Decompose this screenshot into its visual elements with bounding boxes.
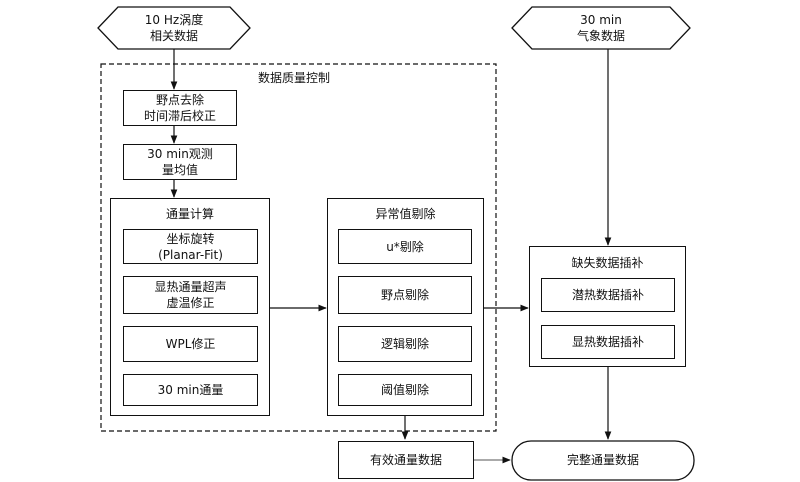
valid-flux-box: 有效通量数据 [338, 441, 474, 479]
flux-30min-box: 30 min通量 [123, 374, 258, 406]
gap-fill-title: 缺失数据插补 [571, 256, 644, 270]
mean-30min-box: 30 min观测 量均值 [123, 144, 237, 180]
wpl-correction-box: WPL修正 [123, 326, 258, 362]
quality-control-boundary [100, 63, 497, 432]
logic-removal-box: 逻辑剔除 [338, 326, 472, 362]
spike-removal-box: 野点剔除 [338, 276, 472, 314]
latent-heat-fill-box: 潜热数据插补 [541, 278, 675, 312]
ustar-filter-box: u*剔除 [338, 229, 472, 264]
complete-data-terminal [511, 440, 695, 481]
eddy-input-label: 10 Hz涡度 相关数据 [144, 13, 204, 43]
weather-input-hexagon [511, 6, 691, 50]
flux-calculation-title: 通量计算 [165, 207, 214, 221]
quality-control-title: 数据质量控制 [258, 71, 331, 85]
sensible-heat-fill-box: 显热数据插补 [541, 325, 675, 359]
complete-flux-label: 完整通量数据 [566, 453, 639, 467]
despike-lag-box: 野点去除 时间滞后校正 [123, 90, 237, 126]
sonic-temp-correction-box: 显热通量超声 虚温修正 [123, 276, 258, 314]
outlier-removal-title: 异常值剔除 [375, 207, 436, 221]
eddy-input-hexagon [97, 6, 251, 50]
threshold-removal-box: 阈值剔除 [338, 374, 472, 406]
coordinate-rotation-box: 坐标旋转 (Planar-Fit) [123, 229, 258, 264]
weather-input-label: 30 min 气象数据 [576, 13, 625, 43]
